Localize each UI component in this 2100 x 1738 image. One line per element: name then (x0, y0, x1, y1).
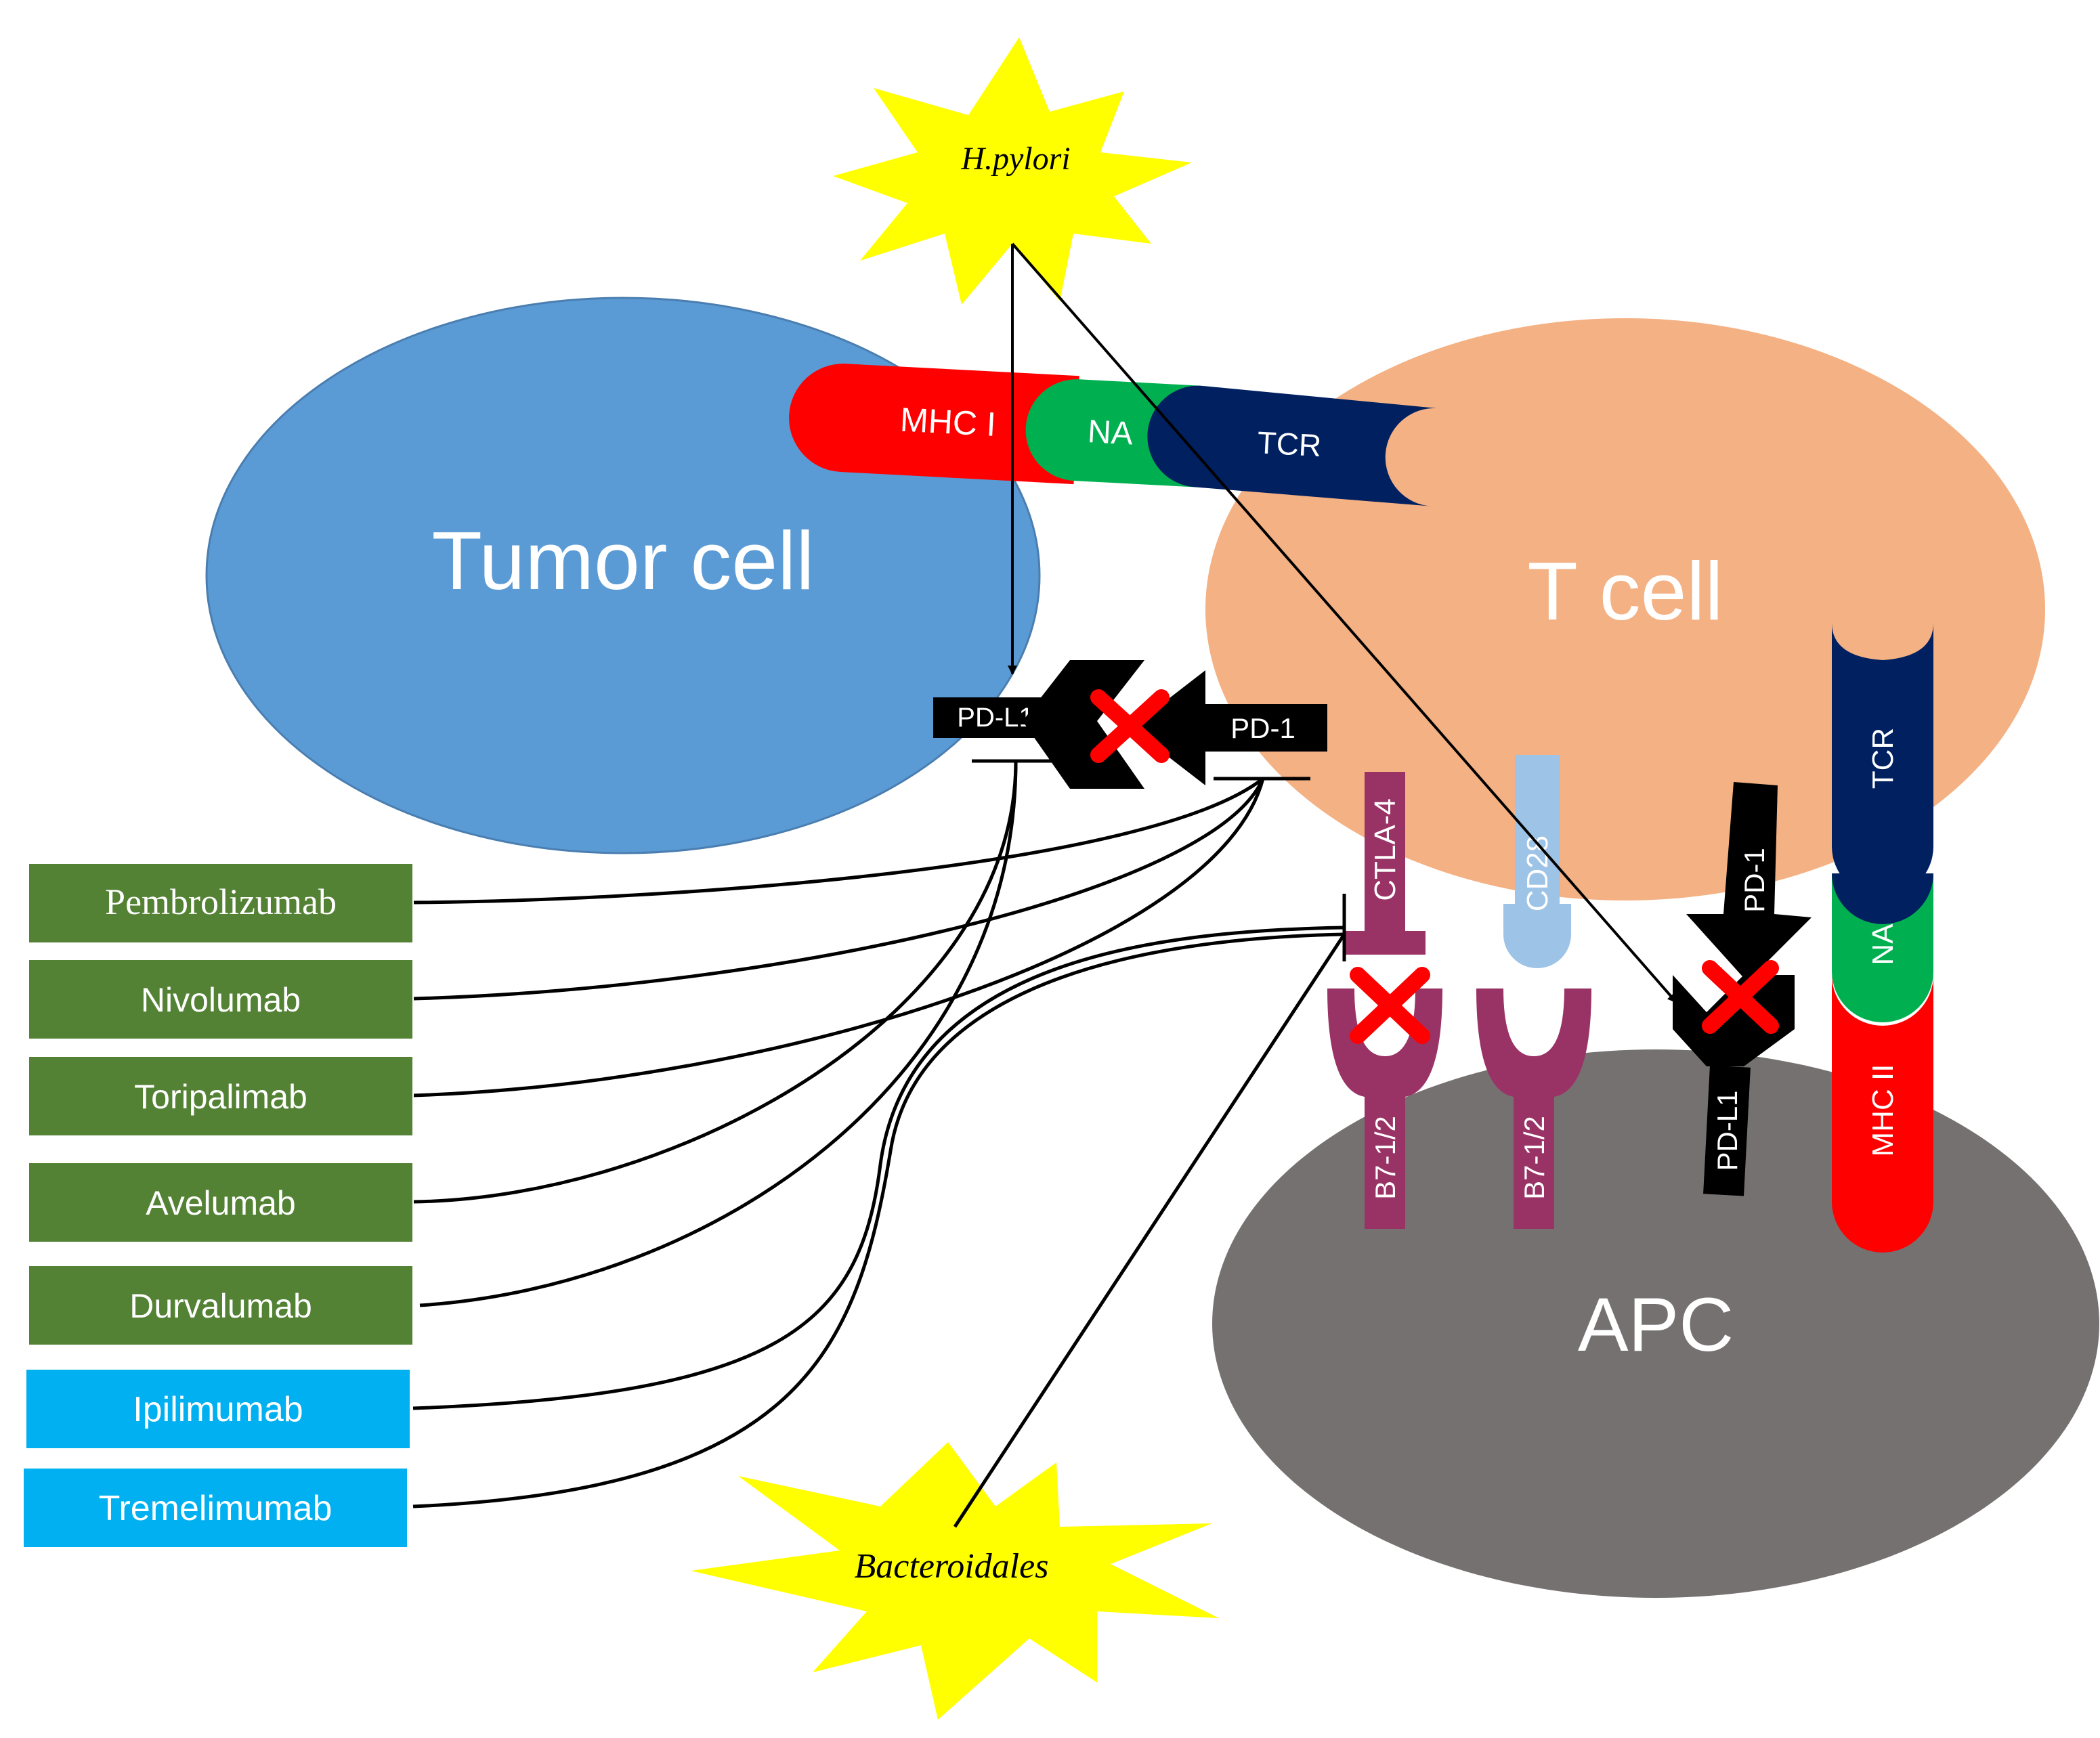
ctla4-group: CTLA-4 B7-1/2 (1327, 772, 1442, 1229)
mhc1-receptor (789, 364, 1079, 485)
pd1-top-arrow (1131, 670, 1327, 785)
pdl1-top-chevron (1023, 660, 1144, 789)
line-pembrolizumab (412, 777, 1264, 905)
drug-avelumab: Avelumab (28, 1162, 414, 1243)
tumor-cell-label: Tumor cell (432, 515, 815, 607)
drug-ipilimumab: Ipilimumab (25, 1368, 411, 1450)
cd28-receptor (1503, 755, 1571, 968)
arrow-to-pdl1-right (1011, 242, 1677, 1003)
tcr-top-label: TCR (1256, 425, 1322, 463)
drug-durvalumab: Durvalumab (28, 1265, 414, 1346)
block-x-center (1090, 689, 1170, 763)
tcr-right-label: TCR (1866, 728, 1900, 789)
drug-tremelimumab: Tremelimumab (22, 1467, 408, 1548)
drug-nivolumab: Nivolumab (28, 959, 414, 1040)
line-durvalumab (419, 760, 1018, 1307)
drug-pembrolizumab: Pembrolizumab (28, 863, 414, 944)
cd28-label: CD28 (1521, 835, 1554, 912)
line-toripalimab (412, 778, 1265, 1098)
pdl1-top-label: PD-L1 (957, 703, 1033, 733)
drug-label: Durvalumab (129, 1287, 312, 1325)
b7-right-label: B7-1/2 (1518, 1116, 1550, 1200)
block-x-ctla4 (1350, 967, 1430, 1044)
mhc1-label: MHC I (899, 401, 997, 443)
pd1-right-arrow (1686, 782, 1812, 982)
line-avelumab (412, 760, 1018, 1204)
mhc2-label: MHC II (1866, 1064, 1900, 1157)
right-pd-interaction: PD-1 PD-L1 (1673, 782, 1812, 1196)
drug-label: Tremelimumab (99, 1489, 333, 1528)
na-right-cap (1832, 873, 1933, 924)
pdl1-right-box (1703, 1065, 1751, 1196)
pd1-right-label: PD-1 (1738, 848, 1770, 913)
apc-label: APC (1578, 1282, 1734, 1367)
drug-label: Toripalimab (134, 1078, 307, 1116)
ctla4-head (1344, 931, 1426, 955)
b7-left-label: B7-1/2 (1369, 1116, 1401, 1200)
drug-list: Pembrolizumab Nivolumab Toripalimab Avel… (22, 863, 414, 1548)
hpylori-arrows (1008, 242, 1677, 1003)
cd28-group: CD28 B7-1/2 (1476, 755, 1591, 1229)
bacteroidales-star (691, 1442, 1219, 1720)
top-mhc-complex: MHC I NA TCR (789, 364, 1438, 506)
center-pd-interaction: PD-L1 PD-1 (933, 660, 1327, 789)
line-tremelimumab (412, 932, 1345, 1508)
hpylori-star (833, 37, 1192, 305)
pdl1-right-label: PD-L1 (1711, 1090, 1743, 1171)
bacteroidales-label: Bacteroidales (855, 1547, 1049, 1586)
b7-left-cup (1327, 989, 1442, 1229)
b7-right-cup (1476, 989, 1591, 1229)
ctla4-label: CTLA-4 (1369, 798, 1402, 901)
na-right-label: NA (1866, 924, 1900, 965)
drug-label: Pembrolizumab (105, 882, 337, 922)
pd1-top-label: PD-1 (1230, 712, 1295, 744)
tcr-right (1832, 623, 1933, 897)
drug-label: Nivolumab (141, 981, 301, 1019)
na-top-label: NA (1087, 414, 1134, 452)
right-mhc-complex: TCR NA MHC II (1832, 623, 1933, 1253)
t-cell-label: T cell (1527, 545, 1723, 637)
pdl1-right-chevron (1673, 975, 1795, 1066)
line-bacteroidales (953, 933, 1346, 1528)
ctla4-receptor (1365, 772, 1405, 931)
tcr-top (1147, 385, 1438, 506)
drug-label: Avelumab (146, 1184, 295, 1222)
mhc2-receptor (1832, 975, 1933, 1253)
hpylori-label: H.pylori (960, 141, 1070, 177)
line-ipilimumab (412, 926, 1345, 1410)
drug-toripalimab: Toripalimab (28, 1056, 414, 1137)
inhibition-connectors (412, 759, 1346, 1528)
line-nivolumab (412, 777, 1265, 1001)
block-x-right (1702, 960, 1779, 1034)
drug-label: Ipilimumab (133, 1390, 303, 1429)
